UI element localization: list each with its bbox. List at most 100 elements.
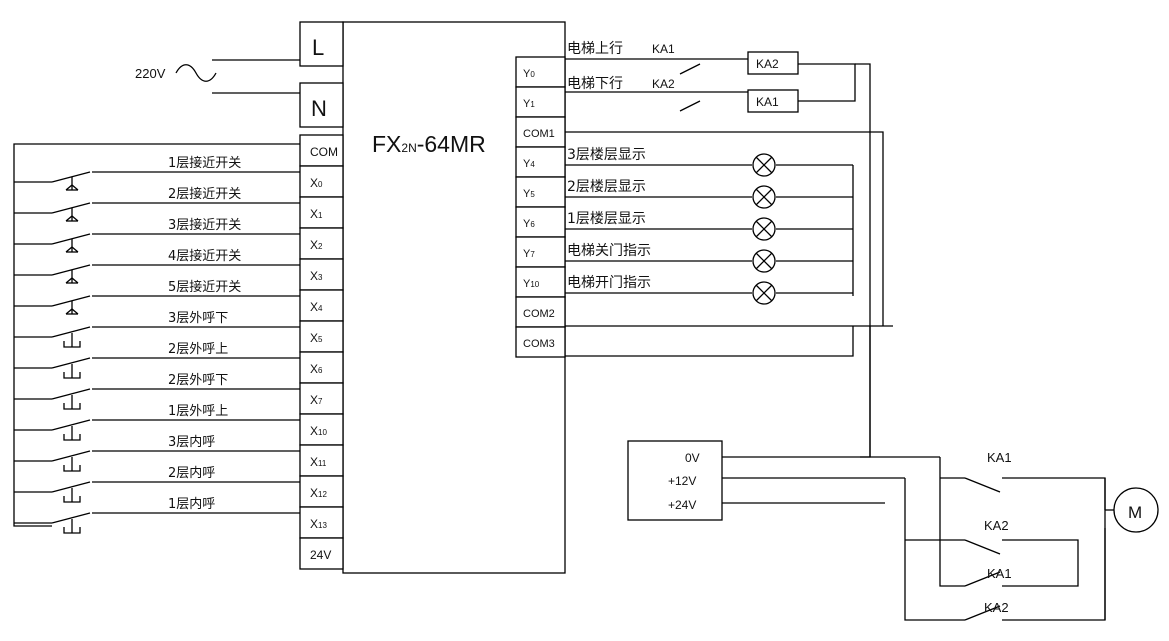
output-terminal-box — [515, 56, 566, 88]
lamp-line-label: 电梯开门指示 — [567, 275, 651, 291]
input-terminal-label: X4 — [310, 300, 323, 314]
input-label: 1层内呼 — [168, 496, 215, 512]
input-terminal-box — [299, 382, 344, 415]
relay-contact-label: KA1 — [652, 42, 675, 56]
lamp-line: 3层楼层显示 — [565, 147, 853, 177]
motor-contact-ka1-lower: KA1 — [987, 566, 1012, 581]
lamp-line: 2层楼层显示 — [565, 179, 853, 209]
input-line: 1层外呼上 — [14, 404, 300, 441]
relay-line-label: 电梯上行 — [567, 41, 623, 57]
input-label: 3层内呼 — [168, 434, 215, 450]
output-terminal-label: Y4 — [523, 158, 535, 170]
plc-unit: FX2N-64MR L N COMX0X1X2X3X4X5X6X7X10X11X… — [299, 21, 566, 574]
output-terminal-box — [515, 146, 566, 178]
input-line: 2层内呼 — [14, 465, 300, 503]
relay-coil-label: KA1 — [756, 95, 779, 109]
lamp-line: 电梯关门指示 — [565, 243, 853, 273]
terminal-N-label: N — [311, 96, 327, 121]
output-terminal-label: COM1 — [523, 128, 555, 140]
output-terminal-label: Y5 — [523, 188, 535, 200]
input-label: 2层外呼下 — [168, 373, 228, 388]
motor-contact-ka2-lower: KA2 — [984, 600, 1009, 615]
coil-ka2 — [747, 51, 799, 75]
ps-terminal-24v: +24V — [668, 498, 696, 512]
output-terminal-label: Y10 — [523, 278, 540, 290]
input-terminal-label: X12 — [310, 486, 327, 500]
motor-circuit: KA1 KA2 KA1 KA2 M — [904, 450, 1159, 621]
lamp-line-label: 3层楼层显示 — [567, 147, 646, 163]
output-terminal-box — [515, 116, 566, 148]
ac-wave-icon — [175, 64, 217, 82]
input-terminal-label: X2 — [310, 238, 323, 252]
input-line: 1层内呼 — [14, 496, 300, 534]
input-terminal-label: COM — [310, 145, 338, 159]
input-terminal-box — [299, 258, 344, 291]
output-terminal-box — [515, 326, 566, 358]
input-label: 1层外呼上 — [168, 404, 228, 419]
motor-contact-ka2-upper: KA2 — [984, 518, 1009, 533]
input-terminal-box — [299, 413, 344, 446]
input-terminal-label: X5 — [310, 331, 323, 345]
input-line: 1层接近开关 — [14, 155, 300, 191]
relay-contact-label: KA2 — [652, 77, 675, 91]
relay-coil-label: KA2 — [756, 57, 779, 71]
input-terminal-label: 24V — [310, 548, 331, 562]
input-terminal-box — [299, 444, 344, 477]
lamp-line-label: 2层楼层显示 — [567, 179, 646, 195]
input-wiring — [13, 143, 300, 527]
output-terminal-label: Y0 — [523, 68, 535, 80]
power-supply-box — [627, 440, 723, 521]
output-terminal-label: Y6 — [523, 218, 535, 230]
input-line: 5层接近开关 — [14, 279, 300, 315]
motor-contact-ka1-upper: KA1 — [987, 450, 1012, 465]
input-terminal-label: X1 — [310, 207, 323, 221]
input-line: 3层内呼 — [14, 434, 300, 472]
ps-terminal-0v: 0V — [685, 451, 700, 465]
relay-line-label: 电梯下行 — [567, 76, 623, 92]
input-terminal-box — [299, 289, 344, 322]
input-line: 2层外呼上 — [14, 342, 300, 379]
input-terminal-label: X11 — [310, 455, 327, 469]
input-label: 4层接近开关 — [168, 248, 241, 264]
input-terminal-box — [299, 196, 344, 229]
input-terminal-box — [299, 165, 344, 198]
supply-voltage-label: 220V — [135, 66, 166, 81]
input-label: 2层内呼 — [168, 465, 215, 481]
input-terminal-box — [299, 506, 344, 539]
lamp-line-label: 电梯关门指示 — [567, 243, 651, 259]
input-terminal-box — [299, 475, 344, 508]
input-terminal-label: X10 — [310, 424, 327, 438]
motor-label: M — [1128, 503, 1142, 522]
output-terminal-box — [515, 266, 566, 298]
input-label: 2层接近开关 — [168, 186, 241, 202]
dc-power-supply: 0V +12V +24V — [627, 326, 940, 521]
input-terminal-box — [299, 320, 344, 353]
output-terminal-box — [515, 176, 566, 208]
input-terminal-label: X7 — [310, 393, 323, 407]
output-terminal-box — [515, 236, 566, 268]
lamp-line: 1层楼层显示 — [565, 211, 853, 241]
input-line: 4层接近开关 — [14, 248, 300, 284]
input-label: 3层接近开关 — [168, 217, 241, 233]
lamp-line: 电梯开门指示 — [565, 275, 853, 305]
terminal-L-label: L — [312, 35, 324, 60]
input-terminal-box — [299, 537, 344, 570]
input-label: 3层外呼下 — [168, 311, 228, 326]
input-terminal-label: X6 — [310, 362, 323, 376]
plc-model-label: FX2N-64MR — [372, 131, 486, 157]
input-label: 2层外呼上 — [168, 342, 228, 357]
output-terminal-label: COM2 — [523, 308, 555, 320]
input-label: 5层接近开关 — [168, 279, 241, 295]
input-line: 2层外呼下 — [14, 373, 300, 410]
input-terminal-label: X13 — [310, 517, 327, 531]
input-terminal-label: X0 — [310, 176, 323, 190]
output-terminal-label: COM3 — [523, 338, 555, 350]
terminal-N — [299, 82, 344, 128]
input-line: 2层接近开关 — [14, 186, 300, 222]
output-terminal-label: Y1 — [523, 98, 535, 110]
